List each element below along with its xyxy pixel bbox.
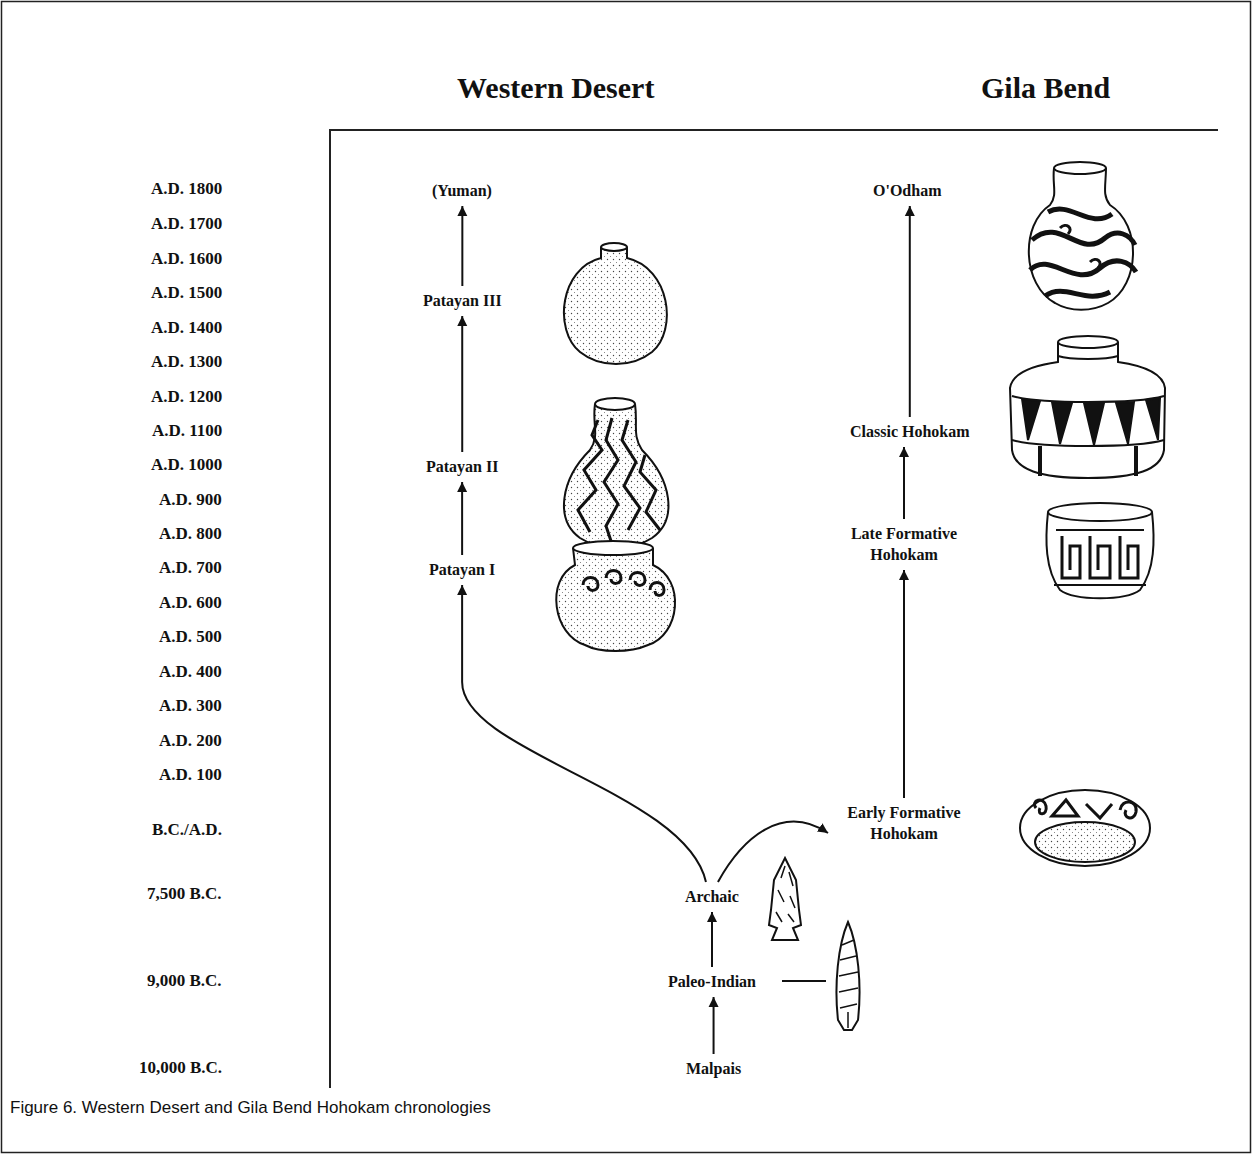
sequence-arrow: [461, 316, 463, 452]
archaic-point: [769, 858, 801, 940]
period-name: Early Formative Hohokam: [835, 802, 973, 844]
period-name: Patayan II: [426, 456, 498, 477]
period-name: O'Odham: [873, 180, 941, 201]
date-label: A.D. 1300: [151, 352, 222, 372]
sequence-arrow: [903, 447, 905, 519]
period-label: Classic Hohokam: [847, 419, 973, 444]
period-name: Paleo-Indian: [668, 971, 756, 992]
period-name: Archaic: [685, 886, 739, 907]
date-label: A.D. 700: [159, 558, 222, 578]
patayan-ii-pot: [564, 398, 668, 548]
oodham-pot: [1029, 162, 1136, 310]
classic-hohokam-vessel: [1010, 336, 1165, 478]
period-name: (Yuman): [432, 180, 492, 201]
date-label: A.D. 1700: [151, 214, 222, 234]
period-name: Patayan III: [423, 290, 502, 311]
date-label: 7,500 B.C.: [147, 884, 222, 904]
period-label: Patayan I: [426, 557, 498, 582]
date-label: A.D. 1800: [151, 179, 222, 199]
date-label: A.D. 900: [159, 490, 222, 510]
date-label: A.D. 1500: [151, 283, 222, 303]
date-label: A.D. 100: [159, 765, 222, 785]
period-label: O'Odham: [870, 178, 944, 203]
sequence-arrow: [461, 206, 463, 286]
date-label: A.D. 1200: [151, 387, 222, 407]
sequence-arrow: [713, 997, 715, 1054]
sequence-arrow: [461, 482, 463, 555]
period-label: Late Formative Hohokam: [835, 521, 973, 567]
date-label: A.D. 1400: [151, 318, 222, 338]
date-label: A.D. 500: [159, 627, 222, 647]
date-label: 10,000 B.C.: [139, 1058, 222, 1078]
date-label: A.D. 400: [159, 662, 222, 682]
date-label: A.D. 1000: [151, 455, 222, 475]
date-label: A.D. 600: [159, 593, 222, 613]
period-name: Malpais: [686, 1058, 741, 1079]
period-name: Late Formative Hohokam: [838, 523, 970, 565]
period-label: Archaic: [682, 884, 742, 909]
sequence-arrow: [718, 822, 828, 882]
date-label: A.D. 1600: [151, 249, 222, 269]
period-label: Malpais: [683, 1056, 744, 1081]
date-label: A.D. 800: [159, 524, 222, 544]
leader-line: [782, 980, 826, 982]
period-label: Patayan III: [420, 288, 505, 313]
period-label: Early Formative Hohokam: [832, 800, 976, 846]
sequence-arrow: [903, 570, 905, 798]
date-label: A.D. 1100: [152, 421, 222, 441]
date-label: 9,000 B.C.: [147, 971, 222, 991]
period-label: Paleo-Indian: [665, 969, 759, 994]
sequence-arrow: [909, 206, 911, 417]
late-formative-beaker: [1046, 503, 1153, 598]
chart-frame: [330, 130, 1218, 1088]
date-label: B.C./A.D.: [152, 820, 222, 840]
date-label: A.D. 200: [159, 731, 222, 751]
date-label: A.D. 300: [159, 696, 222, 716]
sequence-arrow: [462, 585, 706, 882]
column-heading: Gila Bend: [981, 71, 1110, 105]
column-heading: Western Desert: [457, 71, 654, 105]
patayan-iii-pot: [564, 243, 667, 364]
figure-caption: Figure 6. Western Desert and Gila Bend H…: [10, 1098, 491, 1118]
early-formative-bowl: [1020, 790, 1150, 866]
patayan-i-pot: [556, 541, 675, 651]
sequence-arrow: [711, 912, 713, 967]
period-name: Classic Hohokam: [850, 421, 970, 442]
period-label: Patayan II: [423, 454, 501, 479]
paleo-indian-point: [836, 922, 859, 1030]
period-name: Patayan I: [429, 559, 495, 580]
period-label: (Yuman): [429, 178, 495, 203]
